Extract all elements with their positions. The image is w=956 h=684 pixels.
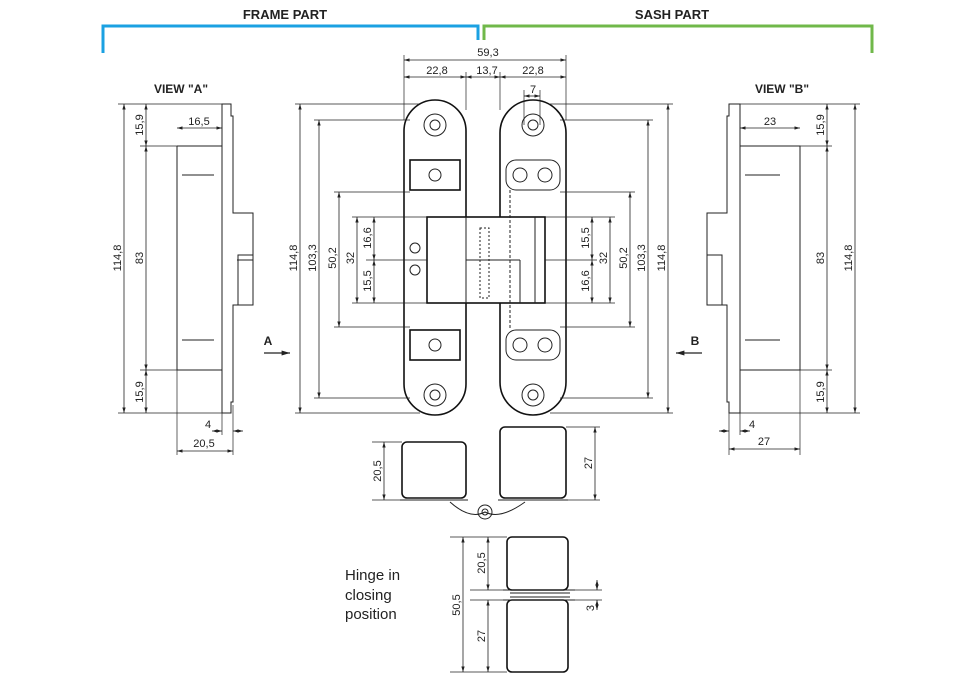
view-a-middle: 83 xyxy=(134,252,146,264)
view-b-depth: 27 xyxy=(758,436,770,448)
closing-gap: 3 xyxy=(585,605,597,611)
frame-part-bracket: FRAME PART xyxy=(101,7,480,53)
left-height-upper: 16,6 xyxy=(362,227,374,248)
left-height-32: 32 xyxy=(345,252,357,264)
view-b-height: 114,8 xyxy=(843,245,855,272)
arrow-b-label: B xyxy=(691,334,700,348)
closing-label-line-3: position xyxy=(345,606,397,623)
view-b-offset: 4 xyxy=(749,419,755,431)
right-height-114: 114,8 xyxy=(656,245,668,272)
view-a-depth: 20,5 xyxy=(193,438,214,450)
view-a-title: VIEW "A" xyxy=(154,82,208,96)
right-height-103: 103,3 xyxy=(636,244,648,272)
arrow-a-label: A xyxy=(264,334,273,348)
side-sash-depth: 27 xyxy=(583,457,595,469)
view-b-bottom: 15,9 xyxy=(815,381,827,402)
left-height-50: 50,2 xyxy=(327,247,339,268)
view-a-top-width: 16,5 xyxy=(188,116,209,128)
closing-position-view: Hinge in closing position 50,5 20,5 27 3 xyxy=(345,536,602,673)
view-b-middle: 83 xyxy=(815,252,827,264)
view-a: VIEW "A" 114,8 83 15,9 15,9 16,5 4 20,5 xyxy=(112,82,254,455)
right-height-50: 50,2 xyxy=(618,247,630,268)
view-b-top-width: 23 xyxy=(764,116,776,128)
side-frame-depth: 20,5 xyxy=(372,460,384,481)
right-height-32: 32 xyxy=(598,252,610,264)
front-left-height-dimensions: 114,8 103,3 50,2 32 16,6 15,5 xyxy=(288,103,427,414)
closing-sash: 27 xyxy=(476,630,488,642)
view-a-top: 15,9 xyxy=(134,114,146,135)
left-height-114: 114,8 xyxy=(288,245,300,272)
frame-part-label: FRAME PART xyxy=(243,7,327,22)
view-a-bottom: 15,9 xyxy=(134,381,146,402)
total-width: 59,3 xyxy=(477,47,498,59)
closing-label-line-2: closing xyxy=(345,587,392,604)
hinge-front-view xyxy=(403,99,567,416)
view-b-arrow: B xyxy=(676,334,702,356)
view-a-height: 114,8 xyxy=(112,245,124,272)
view-b-title: VIEW "B" xyxy=(755,82,809,96)
view-a-arrow: A xyxy=(264,334,290,356)
closing-label-line-1: Hinge in xyxy=(345,567,400,584)
right-height-lower: 16,6 xyxy=(580,270,592,291)
closing-total: 50,5 xyxy=(451,594,463,615)
view-a-offset: 4 xyxy=(205,419,211,431)
closing-frame: 20,5 xyxy=(476,552,488,573)
left-height-103: 103,3 xyxy=(307,244,319,272)
front-right-height-dimensions: 114,8 103,3 50,2 32 15,5 16,6 xyxy=(545,103,673,414)
sash-part-bracket: SASH PART xyxy=(482,7,874,53)
view-b-top: 15,9 xyxy=(815,114,827,135)
center-width: 13,7 xyxy=(476,65,497,77)
hinge-side-view: 20,5 27 xyxy=(372,426,600,520)
slot-width: 7 xyxy=(530,84,536,96)
right-width: 22,8 xyxy=(522,65,543,77)
sash-part-label: SASH PART xyxy=(635,7,709,22)
view-b: VIEW "B" 114,8 83 15,9 15,9 23 4 27 xyxy=(706,82,860,455)
left-height-lower: 15,5 xyxy=(362,270,374,291)
left-width: 22,8 xyxy=(426,65,447,77)
front-width-dimensions: 59,3 22,8 13,7 22,8 7 xyxy=(403,47,567,125)
right-height-upper: 15,5 xyxy=(580,227,592,248)
